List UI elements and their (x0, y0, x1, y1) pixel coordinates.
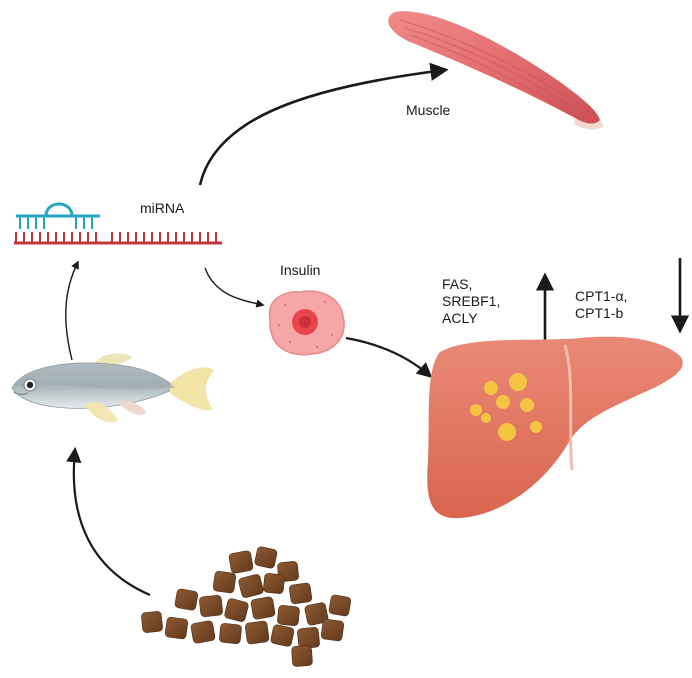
gene-fas: FAS, (442, 276, 473, 292)
insulin-label: Insulin (280, 262, 321, 278)
lipid-droplets (470, 373, 542, 441)
fish-icon (11, 353, 214, 423)
insulin-cell-icon (268, 290, 345, 356)
muscle-icon (388, 11, 604, 130)
gene-acly: ACLY (442, 310, 478, 326)
feed-pellets-icon (141, 546, 352, 667)
arrow-mirna-to-muscle (198, 62, 449, 186)
gene-cpt1-b: CPT1-b (575, 305, 624, 321)
downregulated-genes-label: CPT1-α, CPT1-b (575, 288, 627, 322)
arrow-fish-to-mirna (65, 260, 79, 361)
arrow-feed-to-fish (66, 446, 151, 597)
arrow-insulin-to-liver (345, 336, 433, 379)
liver-icon (427, 336, 683, 519)
mirna-label: miRNA (140, 200, 185, 216)
mirna-hairpin-icon (14, 202, 222, 245)
muscle-label: Muscle (406, 102, 451, 118)
arrow-mirna-to-insulin (204, 267, 265, 308)
upregulated-genes-label: FAS, SREBF1, ACLY (442, 276, 500, 327)
gene-srebf1: SREBF1, (442, 293, 501, 309)
gene-cpt1-a: CPT1-α, (575, 288, 628, 304)
flow-arrows (65, 62, 690, 597)
